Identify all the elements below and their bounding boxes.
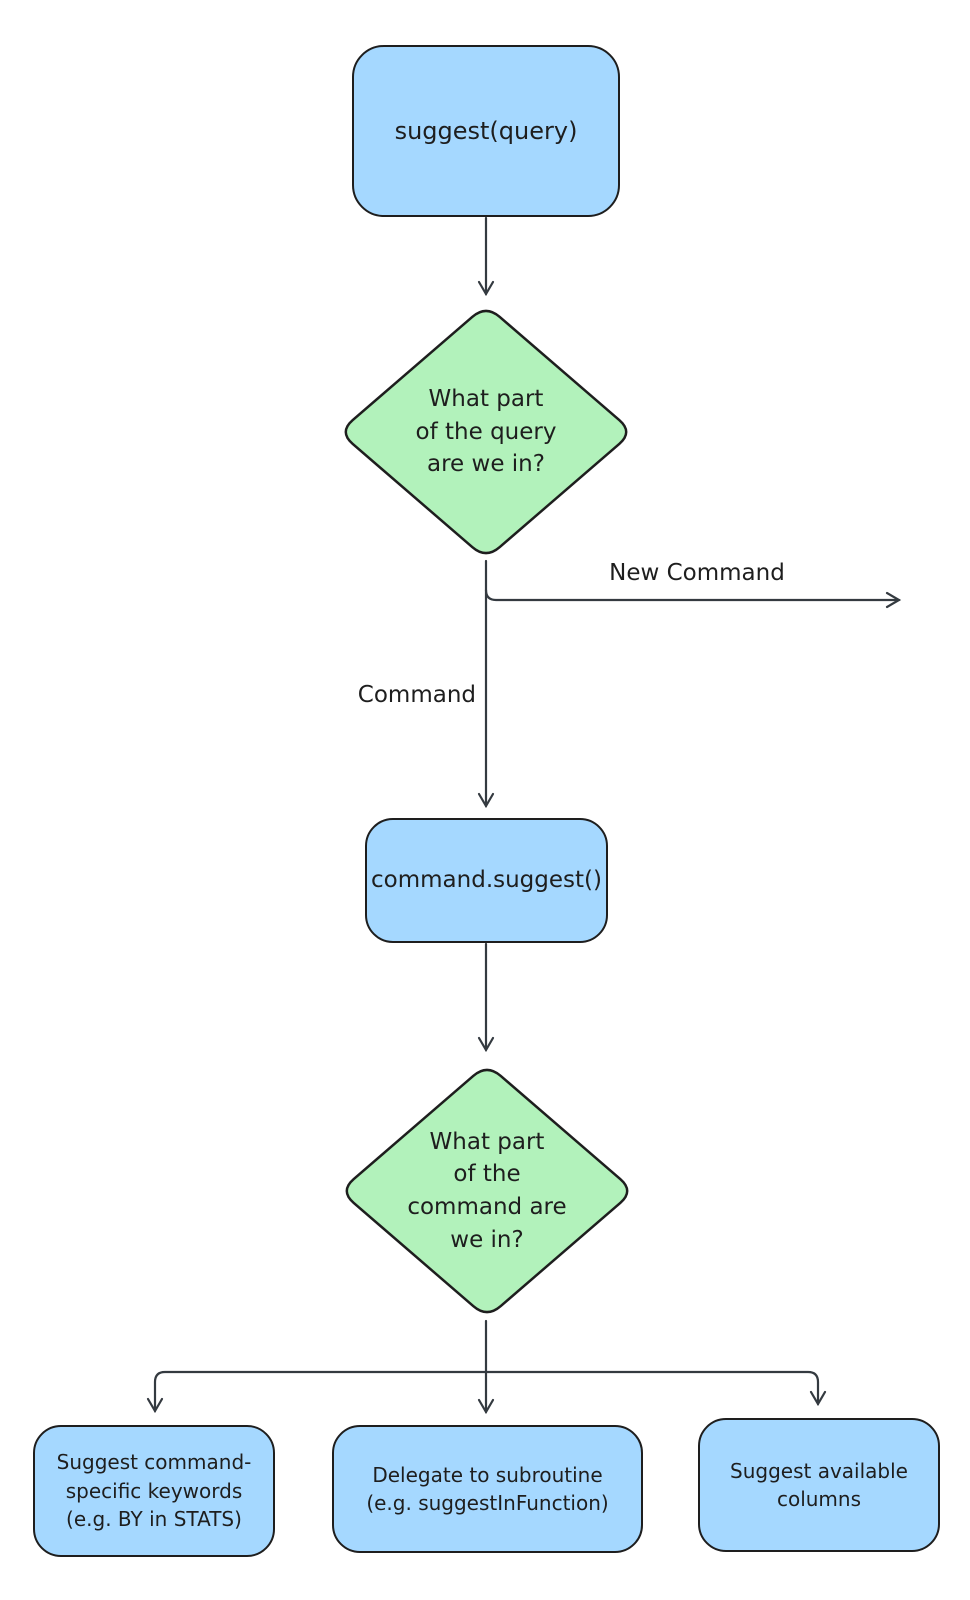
node-command-part-decision: What part of the command are we in? xyxy=(337,1062,637,1320)
decision-diamond-shape xyxy=(345,1068,629,1314)
node-suggest-query-label: suggest(query) xyxy=(394,116,578,145)
node-suggest-keywords-label: Suggest command- specific keywords (e.g.… xyxy=(56,1450,252,1532)
edge-decision2-to-keywords xyxy=(146,1370,488,1414)
node-command-suggest: command.suggest() xyxy=(365,818,608,943)
node-suggest-columns: Suggest available columns xyxy=(698,1418,940,1552)
node-delegate-subroutine-label: Delegate to subroutine (e.g. suggestInFu… xyxy=(366,1462,609,1515)
edge-label-command-text: Command xyxy=(357,682,476,708)
edge-label-new-command-text: New Command xyxy=(609,560,785,586)
edge-decision1-new-command xyxy=(484,588,902,609)
node-query-part-decision: What part of the query are we in? xyxy=(336,303,636,561)
node-command-part-decision-label: What part of the command are we in? xyxy=(407,1128,567,1253)
edge-label-new-command: New Command xyxy=(597,560,797,586)
node-delegate-subroutine: Delegate to subroutine (e.g. suggestInFu… xyxy=(332,1425,643,1553)
node-command-suggest-label: command.suggest() xyxy=(371,867,602,894)
node-suggest-columns-label: Suggest available columns xyxy=(730,1458,908,1511)
node-suggest-keywords: Suggest command- specific keywords (e.g.… xyxy=(33,1425,275,1557)
node-query-part-decision-label: What part of the query are we in? xyxy=(415,386,557,478)
node-suggest-query: suggest(query) xyxy=(352,45,620,217)
edge-label-command: Command xyxy=(336,682,476,708)
edge-decision2-to-columns xyxy=(484,1370,827,1407)
decision-diamond-shape xyxy=(344,309,628,555)
